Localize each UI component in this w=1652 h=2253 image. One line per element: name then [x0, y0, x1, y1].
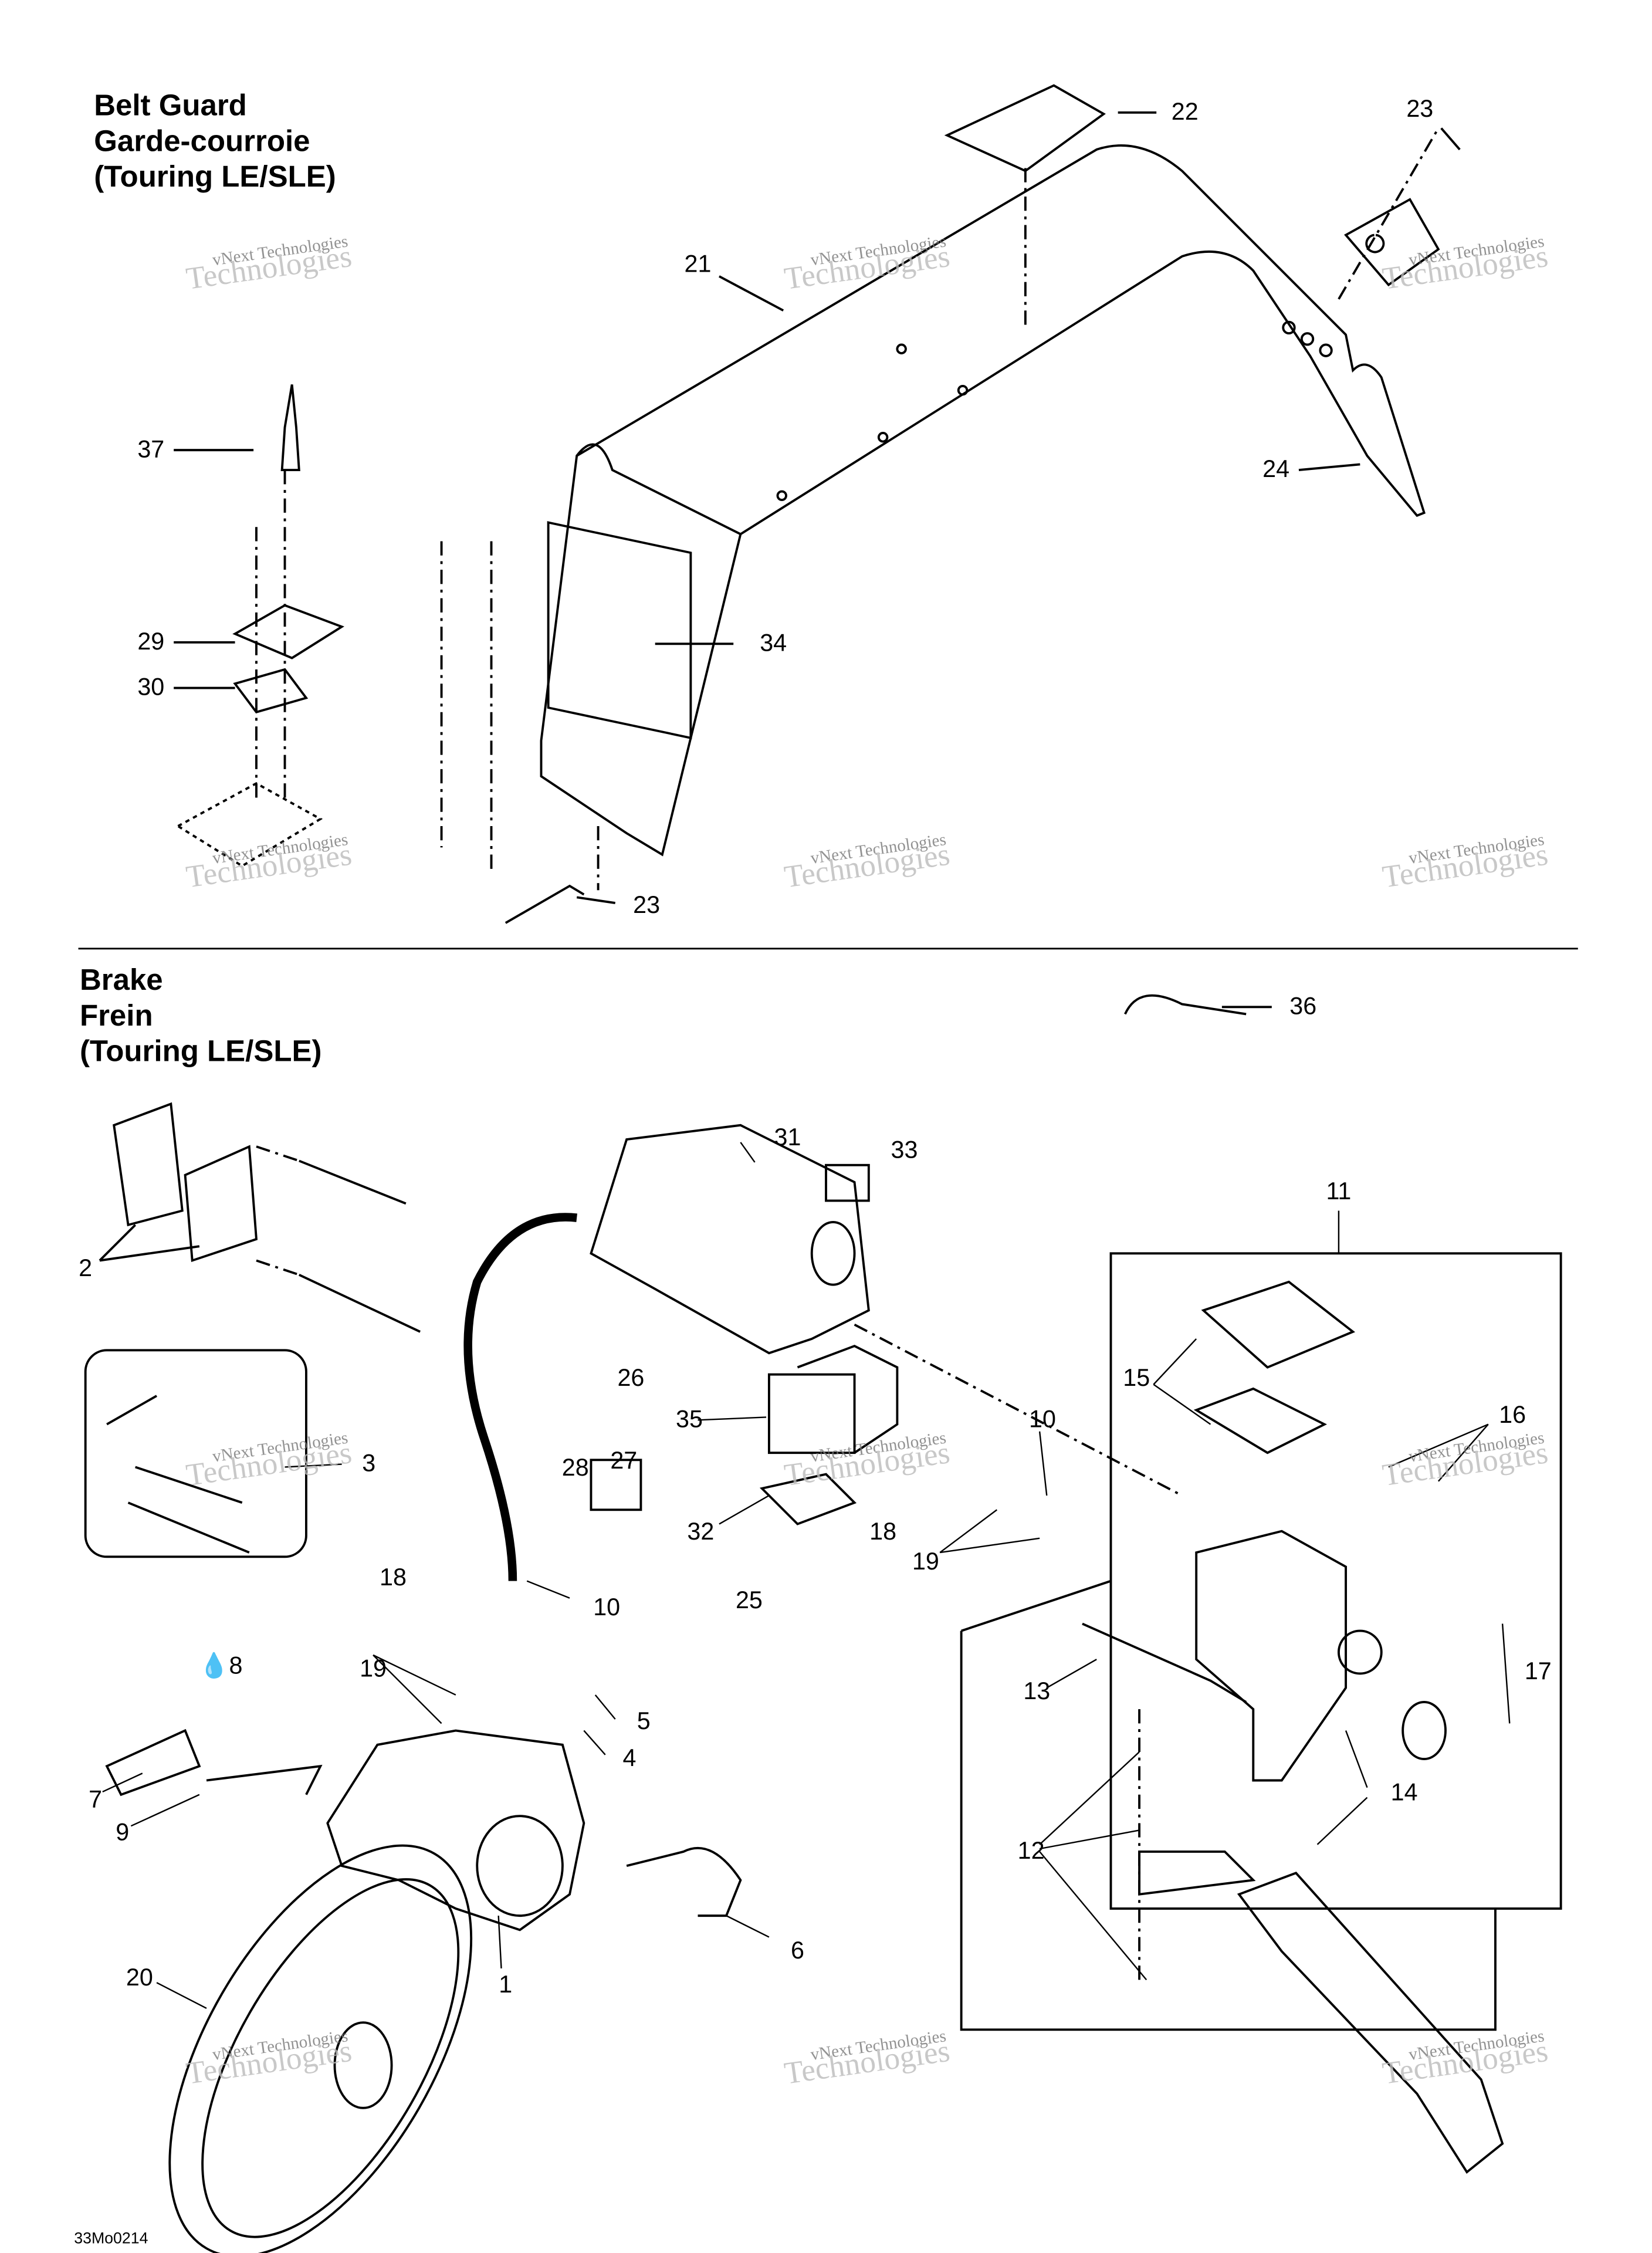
callout-11: 11	[1326, 1178, 1352, 1205]
callout-4: 4	[622, 1744, 637, 1772]
bracket-31	[590, 1124, 870, 1355]
callout-5: 5	[637, 1707, 651, 1735]
callout-2: 2	[79, 1254, 93, 1282]
decal-22	[944, 84, 1106, 172]
callout-14: 14	[1390, 1779, 1418, 1807]
callout-7: 7	[89, 1786, 103, 1814]
callout-12: 12	[1017, 1837, 1045, 1865]
callout-27: 27	[610, 1447, 638, 1474]
callout-8: 💧8	[199, 1652, 243, 1680]
callout-36: 36	[1289, 993, 1317, 1020]
callout-32: 32	[687, 1518, 715, 1545]
switch-35	[767, 1373, 856, 1454]
callout-21: 21	[684, 251, 712, 278]
callout-28: 28	[561, 1454, 589, 1481]
callout-16: 16	[1499, 1401, 1526, 1429]
callout-34: 34	[760, 629, 787, 657]
section-title-model: (Touring LE/SLE)	[79, 1035, 322, 1068]
callout-17: 17	[1524, 1657, 1552, 1685]
callout-33: 33	[891, 1136, 918, 1164]
brake-hose-part	[463, 1213, 577, 1581]
callout-22: 22	[1171, 98, 1199, 126]
callout-24: 24	[1262, 455, 1290, 483]
brake-lever-part	[1237, 1872, 1504, 2174]
callout-18: 18	[869, 1518, 897, 1545]
lubricant-drop-icon: 💧	[199, 1652, 229, 1680]
callout-6: 6	[790, 1937, 804, 1964]
callout-13: 13	[1023, 1677, 1051, 1705]
section-title-en: Belt Guard	[94, 89, 247, 123]
callout-23: 23	[633, 891, 661, 919]
caliper-part	[326, 1729, 585, 1931]
callout-25: 25	[735, 1586, 763, 1614]
callout-20: 20	[126, 1964, 153, 1991]
figure-code: 33Mo0214	[74, 2230, 148, 2248]
callout-35: 35	[675, 1406, 703, 1433]
callout-23: 23	[1406, 95, 1434, 123]
cable-tie-part	[1124, 994, 1247, 1016]
pin-kit-box	[84, 1349, 307, 1558]
callout-1: 1	[499, 1971, 513, 1998]
section-title-model: (Touring LE/SLE)	[94, 161, 336, 194]
callout-18: 18	[380, 1564, 407, 1591]
callout-19: 19	[360, 1655, 387, 1682]
callout-29: 29	[137, 628, 165, 655]
callout-26: 26	[617, 1364, 645, 1392]
callout-10: 10	[593, 1594, 621, 1621]
callout-15: 15	[1123, 1364, 1150, 1392]
callout-30: 30	[137, 674, 165, 701]
section-title-fr: Frein	[79, 1000, 153, 1033]
brake-pads-part	[113, 1102, 258, 1263]
brake-disc-part	[168, 1844, 473, 2253]
master-cylinder-box	[1109, 1252, 1562, 1910]
callout-9: 9	[116, 1819, 130, 1846]
section-title-en: Brake	[79, 964, 163, 997]
callout-31: 31	[774, 1124, 801, 1151]
belt-guard-part	[540, 144, 1426, 857]
callout-3: 3	[362, 1450, 376, 1477]
callout-10: 10	[1029, 1406, 1056, 1433]
callout-19: 19	[912, 1548, 939, 1575]
callout-37: 37	[137, 435, 165, 463]
section-title-fr: Garde-courroie	[94, 125, 310, 158]
